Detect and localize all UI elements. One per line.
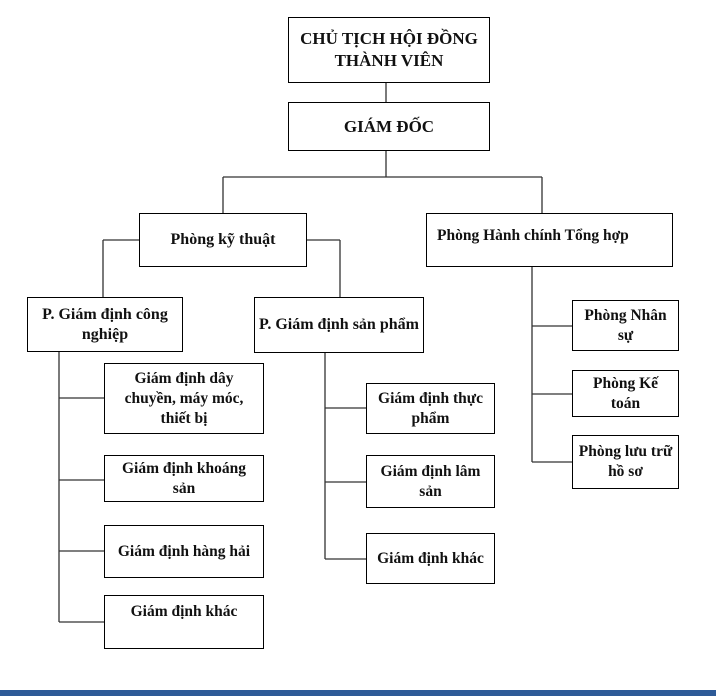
product-child-box: Giám định lâm sản: [366, 455, 495, 508]
industrial-inspection-label: P. Giám định công nghiệp: [42, 305, 168, 343]
industrial-child-box: Giám định khác: [104, 595, 264, 649]
industrial-child-label: Giám định hàng hải: [117, 542, 251, 560]
product-child-box: Giám định thực phẩm: [366, 383, 495, 434]
product-child-label: Giám định thực phẩm: [378, 389, 483, 427]
admin-child-label: Phòng Kế toán: [592, 374, 659, 412]
admin-child-label: Phòng Nhân sự: [584, 306, 667, 344]
technical-department-label: Phòng kỹ thuật: [170, 231, 276, 248]
industrial-child-label: Giám định khác: [130, 603, 238, 620]
product-inspection-label: P. Giám định sản phẩm: [259, 316, 419, 333]
admin-child-box: Phòng Kế toán: [572, 370, 679, 417]
admin-child-box: Phòng lưu trữ hồ sơ: [572, 435, 679, 489]
admin-department-label: Phòng Hành chính Tổng hợp: [437, 227, 629, 244]
industrial-child-box: Giám định dây chuyền, máy móc, thiết bị: [104, 363, 264, 434]
admin-department-box: Phòng Hành chính Tổng hợp: [426, 213, 673, 267]
admin-child-label: Phòng lưu trữ hồ sơ: [578, 443, 673, 480]
admin-child-box: Phòng Nhân sự: [572, 300, 679, 351]
product-child-box: Giám định khác: [366, 533, 495, 584]
footer-bar: [0, 690, 716, 696]
product-inspection-box: P. Giám định sản phẩm: [254, 297, 424, 353]
director-label: GIÁM ĐỐC: [343, 116, 435, 136]
industrial-child-box: Giám định hàng hải: [104, 525, 264, 578]
director-box: GIÁM ĐỐC: [288, 102, 490, 151]
industrial-child-box: Giám định khoáng sản: [104, 455, 264, 502]
chairman-box: CHỦ TỊCH HỘI ĐỒNG THÀNH VIÊN: [288, 17, 490, 83]
chairman-label: CHỦ TỊCH HỘI ĐỒNG THÀNH VIÊN: [300, 29, 478, 70]
industrial-child-label: Giám định dây chuyền, máy móc, thiết bị: [124, 369, 244, 427]
industrial-child-label: Giám định khoáng sản: [121, 459, 247, 497]
product-child-label: Giám định khác: [377, 549, 484, 567]
technical-department-box: Phòng kỹ thuật: [139, 213, 307, 267]
product-child-label: Giám định lâm sản: [380, 462, 481, 500]
industrial-inspection-box: P. Giám định công nghiệp: [27, 297, 183, 352]
